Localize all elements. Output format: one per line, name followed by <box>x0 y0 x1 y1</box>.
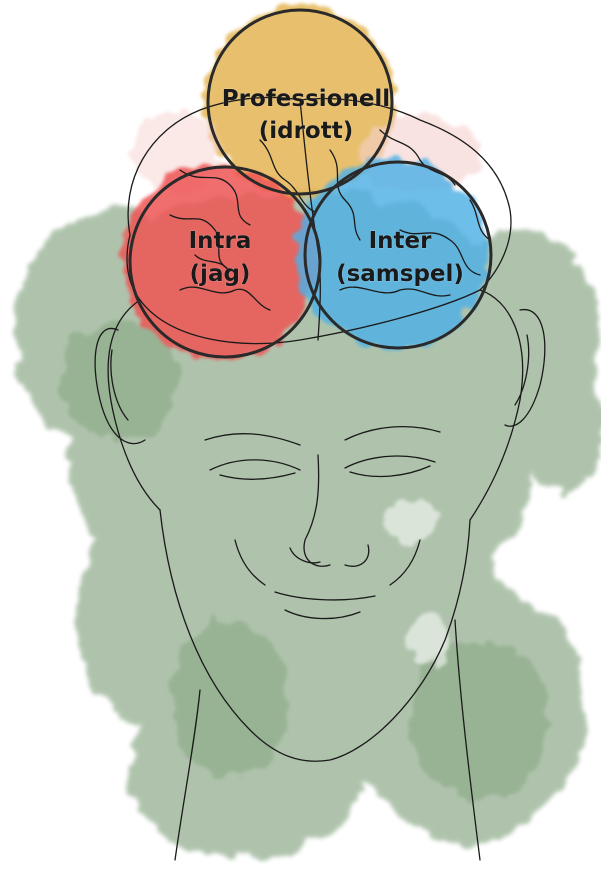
intra-label-line2: (jag) <box>190 261 251 287</box>
inter-label-line1: Inter <box>369 228 433 254</box>
inter-label-line2: (samspel) <box>336 261 464 287</box>
professional-label-line2: (idrott) <box>259 118 354 144</box>
intra-label-line1: Intra <box>189 228 252 254</box>
professional-label-line1: Professionell <box>222 86 390 112</box>
